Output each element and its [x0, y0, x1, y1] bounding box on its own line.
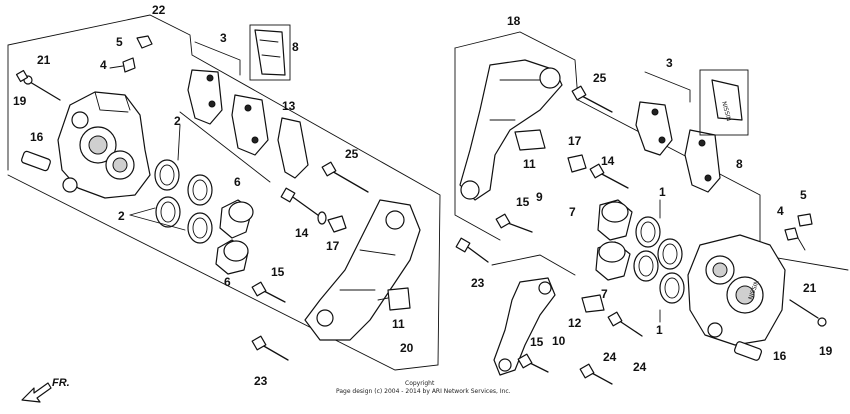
left-assembly: [7, 14, 441, 371]
callout-6-upper: 6: [234, 175, 241, 189]
right-bleeder-cap: [784, 213, 813, 251]
right-brake-pads: [635, 71, 721, 193]
callout-numbers: 22 5 4 21 19 16 3 8 13 2 2 6 6 25 14 17 …: [13, 3, 833, 388]
callout-15-right: 15: [516, 195, 530, 209]
callout-1-upper: 1: [659, 185, 666, 199]
right-pin-bolt: [789, 299, 827, 327]
left-pistons: [215, 199, 254, 275]
callout-4-right: 4: [777, 204, 784, 218]
callout-15-bottom: 15: [530, 335, 544, 349]
callout-21-left: 21: [37, 53, 51, 67]
right-pad-spring: NISSIN: [699, 69, 749, 136]
callout-1-lower: 1: [656, 323, 663, 337]
front-direction-label: FR.: [52, 377, 70, 389]
callout-4-left: 4: [100, 58, 107, 72]
left-pad-spring: [249, 24, 291, 81]
right-pistons: [595, 199, 633, 281]
right-bolt-24-b: [579, 363, 613, 385]
right-bracket-10: [491, 254, 576, 376]
callout-14-left: 14: [295, 226, 309, 240]
callout-7-lower: 7: [601, 287, 608, 301]
callout-23-left: 23: [254, 374, 268, 388]
left-sleeve: [21, 150, 51, 172]
callout-15-left: 15: [271, 265, 285, 279]
copyright-line-1: Copyright: [405, 380, 435, 387]
callout-2-lower: 2: [118, 209, 125, 223]
left-piston-seals: [129, 124, 213, 244]
right-bracket: [459, 59, 563, 201]
callout-6-lower: 6: [224, 275, 231, 289]
left-pin-bolt: [15, 69, 61, 101]
right-retainer-12: [581, 294, 605, 313]
callout-25-left: 25: [345, 147, 359, 161]
callout-19-right: 19: [819, 344, 833, 358]
callout-5-left: 5: [116, 35, 123, 49]
right-sleeve: [733, 341, 763, 361]
right-caliper-body: NISSIN: [687, 234, 786, 346]
front-arrow-icon: [21, 382, 52, 403]
callout-11-left: 11: [392, 317, 405, 331]
right-bolt-25: [571, 85, 613, 113]
left-frame-line: [7, 14, 441, 371]
callout-8-right: 8: [736, 157, 743, 171]
copyright-notice: Copyright Page design (c) 2004 - 2014 by…: [336, 380, 511, 395]
callout-23-right: 23: [471, 276, 485, 290]
pad-spring-marking: NISSIN: [720, 101, 732, 122]
callout-17-left: 17: [326, 239, 340, 253]
left-bleeder-cap: [109, 35, 153, 73]
callout-16-right: 16: [773, 349, 787, 363]
right-pin-14: [589, 163, 629, 189]
callout-24-upper: 24: [633, 360, 647, 374]
left-brake-pads: [179, 41, 271, 183]
callout-3-left: 3: [220, 31, 227, 45]
callout-17-right: 17: [568, 134, 582, 148]
left-retainer-clip: [377, 287, 411, 311]
callout-18: 18: [507, 14, 521, 28]
right-retainer: [514, 129, 546, 151]
callout-14-right: 14: [601, 154, 615, 168]
right-assembly: NISSIN: [454, 31, 849, 385]
callout-11-right: 11: [523, 157, 536, 171]
left-boot: [327, 215, 347, 233]
left-bolt-25: [321, 161, 369, 193]
left-caliper-body: [57, 91, 151, 199]
callout-13: 13: [282, 99, 296, 113]
left-caliper-bracket: [304, 199, 421, 341]
right-bolt-23: [455, 237, 489, 263]
copyright-line-2: Page design (c) 2004 - 2014 by ARI Netwo…: [336, 388, 511, 395]
callout-19-left: 19: [13, 94, 27, 108]
left-pad-shim: [277, 117, 309, 179]
callout-12: 12: [568, 316, 582, 330]
left-bolt-23: [251, 335, 289, 361]
callout-16-left: 16: [30, 130, 44, 144]
callout-22: 22: [152, 3, 166, 17]
left-pin-14: [280, 187, 327, 225]
callout-3-right: 3: [666, 56, 673, 70]
callout-9: 9: [536, 190, 543, 204]
right-boot: [567, 154, 587, 173]
callout-7-upper: 7: [569, 205, 576, 219]
callout-5-right: 5: [800, 188, 807, 202]
callout-21-right: 21: [803, 281, 817, 295]
callout-8-left: 8: [292, 40, 299, 54]
front-direction-indicator: FR.: [21, 377, 70, 403]
right-bolt-24-a: [607, 311, 643, 337]
callout-24-lower: 24: [603, 350, 617, 364]
callout-2-upper: 2: [174, 114, 181, 128]
callout-25-right: 25: [593, 71, 607, 85]
callout-20: 20: [400, 341, 414, 355]
right-piston-seals: [633, 199, 685, 323]
left-bolt-15: [251, 281, 286, 303]
callout-10: 10: [552, 334, 566, 348]
right-bolt-15: [495, 213, 533, 233]
right-bolt-15-b: [517, 353, 549, 373]
